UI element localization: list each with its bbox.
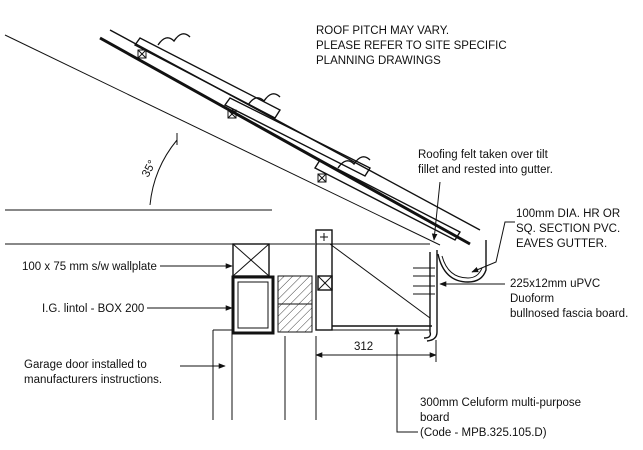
dimension-text: 312 — [354, 341, 373, 353]
soffit-label: 300mm Celuform multi-purpose board (Code… — [420, 397, 584, 439]
lintel-label: I.G. lintol - BOX 200 — [42, 303, 144, 315]
blockwork — [277, 275, 313, 305]
garage-label: Garage door installed to manufacturers i… — [24, 359, 162, 386]
roof-tiles — [133, 33, 461, 241]
lintel — [231, 275, 275, 335]
pitch-arc — [149, 139, 178, 206]
fascia-board — [423, 252, 432, 339]
rafter-line — [4, 34, 441, 246]
gutter-label: 100mm DIA. HR OR SQ. SECTION PVC. EAVES … — [516, 208, 623, 250]
eaves-construction — [5, 229, 438, 420]
roofing-felt — [99, 36, 471, 246]
wallplate-label: 100 x 75 mm s/w wallplate — [22, 261, 157, 273]
roof-tile — [133, 33, 281, 119]
roof-tile — [223, 93, 372, 177]
felt-label: Roofing felt taken over tilt fillet and … — [418, 149, 553, 176]
blockwork — [277, 303, 313, 333]
pitch-note: ROOF PITCH MAY VARY. PLEASE REFER TO SIT… — [316, 25, 510, 67]
gutter-profile — [437, 240, 487, 283]
leader-gutter — [471, 221, 515, 273]
soffit-bearer — [317, 275, 333, 291]
fixings — [413, 267, 435, 295]
leader-lines — [147, 181, 515, 433]
leader-felt — [431, 181, 441, 241]
fascia-label: 225x12mm uPVC Duoform bullnosed fascia b… — [510, 278, 628, 320]
leader-soffit — [394, 327, 418, 433]
fascia-face — [426, 250, 438, 342]
dimension-312: 312 — [315, 340, 437, 362]
eaves-gutter — [437, 240, 487, 283]
roof-tile — [314, 156, 461, 241]
